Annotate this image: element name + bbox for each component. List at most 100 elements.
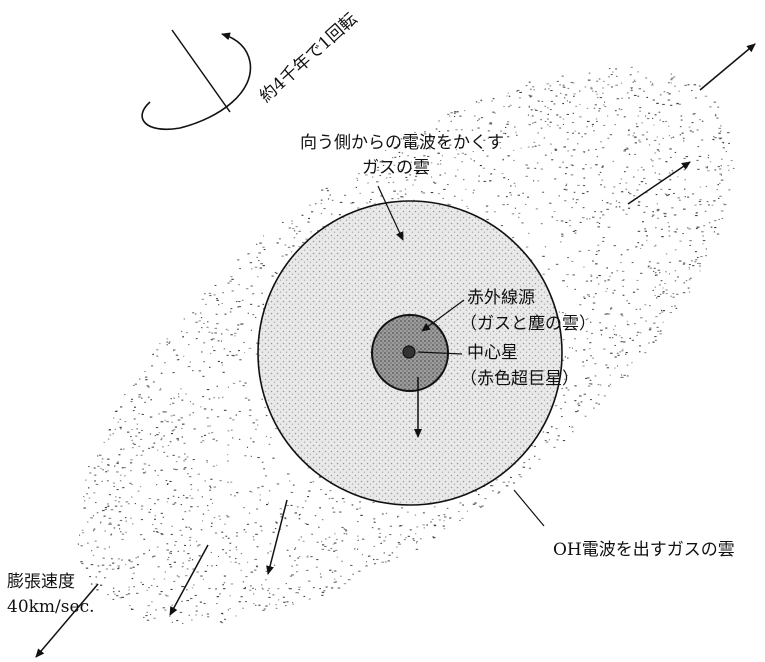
cloud-speckle [200,312,202,314]
cloud-speckle [186,589,188,591]
cloud-speckle [644,230,647,232]
cloud-speckle [210,353,212,355]
cloud-speckle [404,188,407,190]
cloud-speckle [318,526,320,528]
cloud-speckle [698,201,701,203]
cloud-speckle [614,356,617,358]
cloud-speckle [310,231,313,233]
cloud-speckle [537,132,539,134]
cloud-speckle [668,82,670,84]
cloud-speckle [241,299,244,301]
cloud-speckle [182,518,184,520]
cloud-speckle [236,549,238,551]
cloud-speckle [292,602,294,604]
cloud-speckle [641,244,644,246]
cloud-speckle [400,525,403,527]
cloud-speckle [129,605,131,607]
cloud-speckle [321,594,324,596]
cloud-speckle [131,483,133,485]
cloud-speckle [507,121,510,123]
cloud-speckle [443,188,446,190]
cloud-speckle [371,527,374,529]
cloud-speckle [449,517,451,519]
cloud-speckle [658,143,661,145]
cloud-speckle [289,480,291,482]
cloud-speckle [314,203,317,205]
cloud-speckle [562,440,566,442]
cloud-speckle [688,279,691,281]
cloud-speckle [638,184,641,186]
cloud-speckle [531,146,534,148]
cloud-speckle [653,139,657,141]
cloud-speckle [373,559,375,561]
cloud-speckle [151,601,153,603]
cloud-speckle [161,446,164,448]
cloud-speckle [325,586,328,588]
cloud-speckle [659,272,661,274]
cloud-speckle [140,505,144,507]
cloud-speckle [660,179,662,181]
cloud-speckle [381,160,384,162]
cloud-speckle [561,312,564,314]
cloud-speckle [680,119,683,121]
cloud-speckle [439,143,441,145]
cloud-speckle [262,588,264,590]
cloud-speckle [718,218,720,220]
cloud-speckle [477,127,480,129]
expansion-arrow-top-right [699,43,756,91]
cloud-speckle [586,338,589,340]
cloud-speckle [119,474,122,476]
cloud-speckle [495,145,497,147]
cloud-speckle [637,331,640,333]
cloud-speckle [183,442,186,444]
cloud-speckle [575,328,577,330]
cloud-speckle [616,352,619,354]
cloud-speckle [541,100,544,102]
cloud-speckle [124,421,127,423]
cloud-speckle [296,506,299,508]
cloud-speckle [609,134,612,136]
cloud-speckle [214,327,218,329]
cloud-speckle [221,364,223,366]
cloud-speckle [252,422,255,424]
cloud-speckle [158,593,162,595]
cloud-speckle [257,424,259,426]
cloud-speckle [154,503,156,505]
cloud-speckle [426,524,428,526]
cloud-speckle [420,147,422,149]
cloud-speckle [290,504,293,506]
cloud-speckle [93,467,96,469]
cloud-speckle [704,95,708,97]
cloud-speckle [457,153,460,155]
cloud-speckle [160,512,163,514]
cloud-speckle [321,591,325,593]
cloud-speckle [394,156,397,158]
cloud-speckle [208,292,211,294]
cloud-speckle [413,179,417,181]
cloud-speckle [525,246,529,248]
cloud-speckle [90,517,93,519]
cloud-speckle [610,352,613,354]
cloud-speckle [265,605,268,607]
cloud-speckle [376,169,380,171]
cloud-speckle [722,147,725,149]
cloud-speckle [663,91,666,93]
cloud-speckle [714,115,717,117]
cloud-speckle [550,109,552,111]
cloud-speckle [672,136,675,138]
cloud-speckle [238,563,241,565]
cloud-speckle [583,393,586,395]
cloud-speckle [122,487,125,489]
cloud-speckle [252,293,255,295]
cloud-speckle [380,161,383,163]
cloud-speckle [430,521,432,523]
cloud-speckle [227,609,229,611]
cloud-speckle [594,211,596,213]
cloud-speckle [656,102,659,104]
cloud-speckle [569,426,571,428]
cloud-speckle [671,306,673,308]
cloud-speckle [113,527,116,529]
cloud-speckle [540,119,542,121]
cloud-speckle [294,548,296,550]
cloud-speckle [651,84,654,86]
